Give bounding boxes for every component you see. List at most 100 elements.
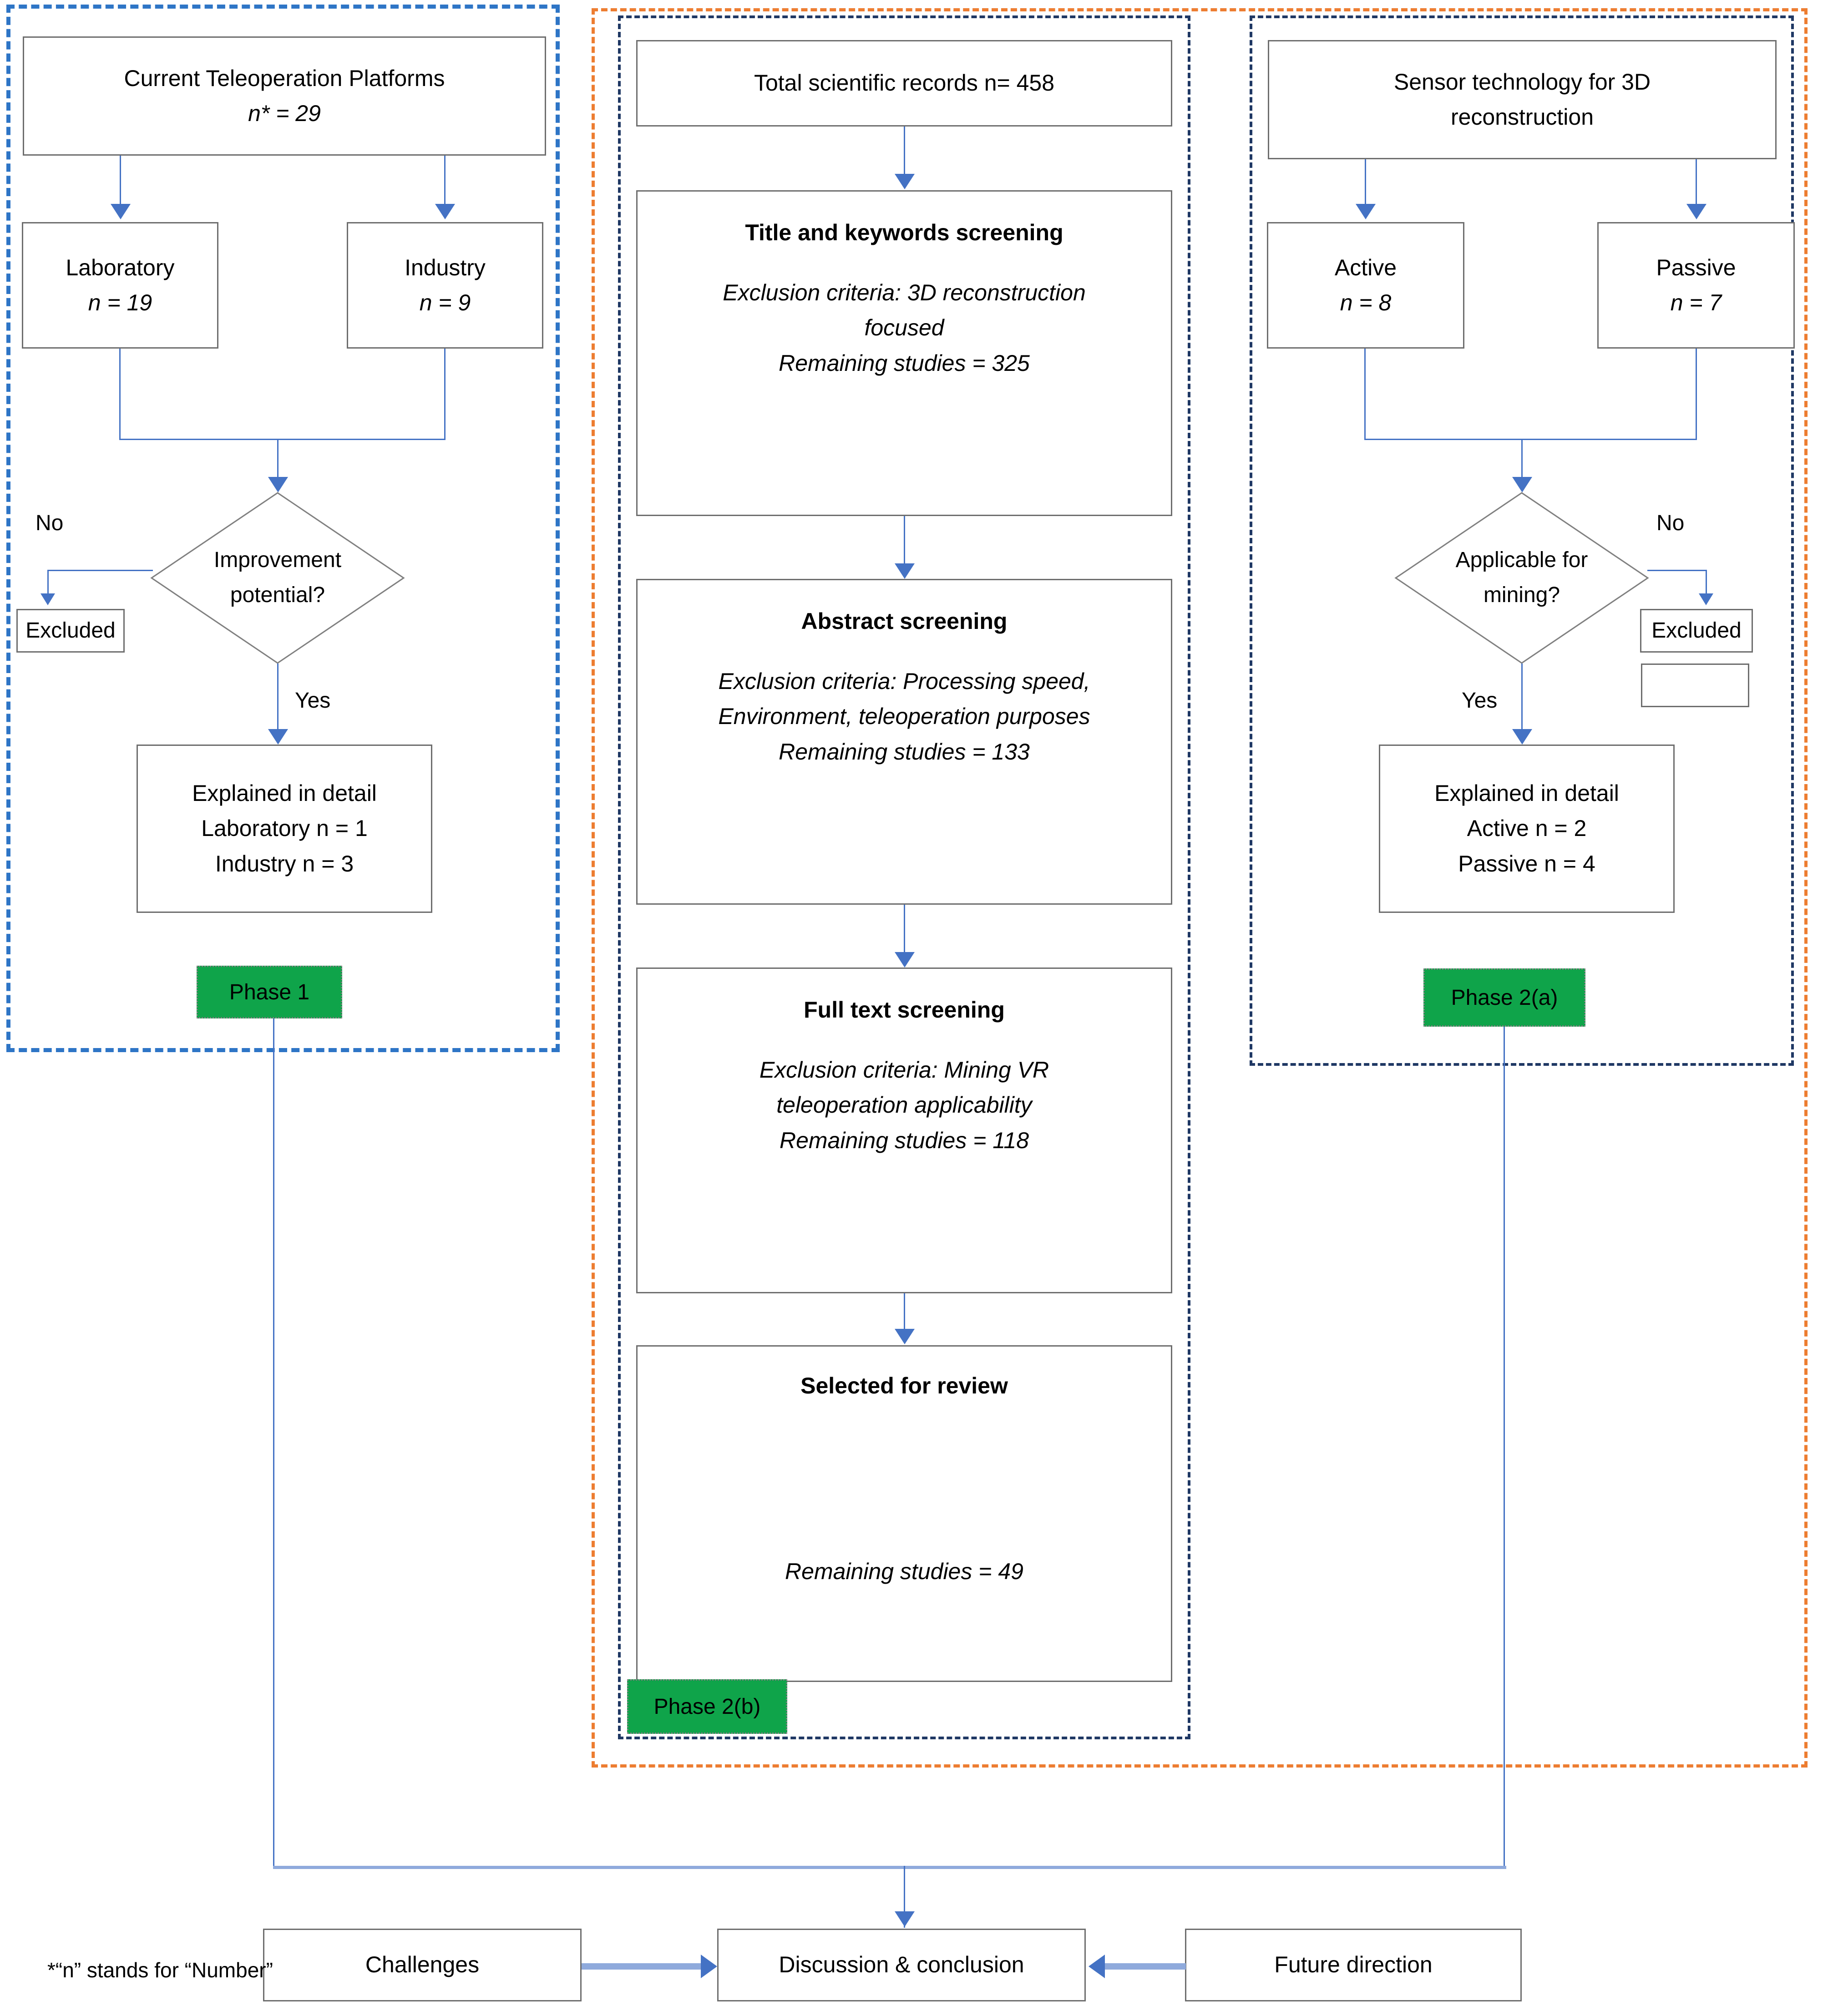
box-line-2: n = 19 [88, 290, 152, 315]
box-line-1: Excluded [25, 618, 116, 643]
arrowhead-decision-applicable [1512, 477, 1532, 492]
box-sensor-technology-3d: Sensor technology for 3D reconstruction [1268, 40, 1777, 159]
box-remaining: Remaining studies = 49 [785, 1558, 1023, 1584]
arrowhead-active [1356, 204, 1376, 219]
group-phase2a-boundary [1250, 15, 1794, 1066]
box-line-1: Sensor technology for 3D [1393, 69, 1651, 95]
box-line-1: Future direction [1274, 1952, 1433, 1978]
box-remaining: Remaining studies = 118 [779, 1127, 1029, 1153]
connector-phase2a-to-bus [1504, 1027, 1505, 1869]
chip-phase-1: Phase 1 [197, 966, 342, 1018]
chip-label: Phase 2(a) [1451, 985, 1558, 1010]
box-line-1: Current Teleoperation Platforms [124, 65, 445, 91]
connector-passive-down [1696, 349, 1697, 440]
group-phase2-outer-boundary [592, 8, 1808, 1768]
box-discussion-conclusion: Discussion & conclusion [717, 1929, 1086, 2001]
box-line-1: Explained in detail [1434, 780, 1619, 806]
arrowhead-selected-for-review [895, 1329, 915, 1344]
diamond-shape-icon [1394, 492, 1649, 664]
box-challenges: Challenges [263, 1929, 582, 2001]
box-excluded-right [1641, 664, 1749, 707]
box-remaining: Remaining studies = 133 [779, 739, 1030, 765]
connector-abstract-to-fulltext [904, 905, 905, 954]
box-line-1: Excluded [1651, 618, 1742, 643]
chip-phase-2a: Phase 2(a) [1423, 968, 1585, 1027]
box-line-2: n = 7 [1670, 290, 1722, 315]
arrowhead-industry [435, 204, 455, 219]
connector-merge-horizontal-right [1364, 439, 1697, 440]
box-criteria-line-2: Environment, teleoperation purposes [718, 704, 1090, 729]
arrowhead-discussion-from-left [701, 1955, 717, 1978]
decision-applicable-for-mining: Applicable for mining? [1394, 491, 1649, 664]
arrowhead-decision-improvement [268, 477, 288, 492]
box-spacer [638, 251, 1171, 275]
box-title-keywords-screening: Title and keywords screening Exclusion c… [636, 190, 1172, 516]
box-explained-in-detail-right: Explained in detail Active n = 2 Passive… [1379, 745, 1675, 913]
box-line-1: Challenges [365, 1952, 480, 1978]
box-line-1: Active [1334, 254, 1397, 280]
box-future-direction: Future direction [1185, 1929, 1522, 2001]
box-line-2: reconstruction [1450, 104, 1594, 130]
box-spacer [638, 639, 1171, 664]
box-title: Title and keywords screening [745, 220, 1063, 245]
box-explained-in-detail-left: Explained in detail Laboratory n = 1 Ind… [137, 745, 432, 913]
connector-phase1-to-bus [273, 1018, 274, 1869]
connector-sensor-to-passive [1696, 159, 1697, 209]
box-line-2: n = 8 [1340, 290, 1392, 315]
box-line-2: Active n = 2 [1467, 816, 1587, 841]
connector-bus-to-discussion [904, 1866, 905, 1928]
box-total-records: Total scientific records n= 458 [636, 40, 1172, 127]
box-spacer [638, 1404, 1171, 1554]
footnote-n-stands-for-number: *“n” stands for “Number” [47, 1958, 273, 1982]
box-laboratory: Laboratory n = 19 [22, 222, 218, 349]
box-line-3: Passive n = 4 [1458, 851, 1595, 876]
arrowhead-laboratory [111, 204, 131, 219]
connector-industry-down [444, 349, 446, 440]
arrowhead-detail-left [268, 729, 288, 745]
decision-line-1: Improvement [213, 548, 342, 572]
box-passive: Passive n = 7 [1597, 222, 1795, 349]
connector-decision-no-down-right [1706, 570, 1707, 596]
box-title: Full text screening [804, 997, 1005, 1023]
connector-title-to-abstract [904, 516, 905, 565]
box-abstract-screening: Abstract screening Exclusion criteria: P… [636, 579, 1172, 905]
box-line-2: Laboratory n = 1 [201, 816, 368, 841]
box-line-1: Laboratory [66, 254, 175, 280]
box-excluded-right-visible: Excluded [1640, 609, 1753, 653]
box-title: Selected for review [800, 1373, 1008, 1398]
box-spacer [638, 1028, 1171, 1053]
group-phase2b-boundary [618, 15, 1190, 1739]
arrowhead-passive [1686, 204, 1706, 219]
connector-decision-no-down [47, 570, 49, 596]
chip-label: Phase 1 [229, 980, 310, 1004]
box-title: Abstract screening [801, 608, 1008, 634]
connector-active-down [1364, 349, 1366, 440]
box-line-2: n* = 29 [248, 101, 321, 126]
box-selected-for-review: Selected for review Remaining studies = … [636, 1345, 1172, 1682]
arrowhead-detail-right [1512, 729, 1532, 745]
box-criteria-line-1: Exclusion criteria: 3D reconstruction [723, 279, 1086, 305]
box-criteria-line-2: teleoperation applicability [776, 1092, 1032, 1118]
box-line-1: Total scientific records n= 458 [754, 70, 1055, 96]
box-line-1: Discussion & conclusion [779, 1952, 1024, 1978]
connector-records-to-title [904, 127, 905, 176]
chip-label: Phase 2(b) [653, 1694, 761, 1719]
arrowhead-abstract-screening [895, 563, 915, 579]
connector-decision-yes-down [277, 664, 278, 732]
decision-improvement-potential: Improvement potential? [150, 491, 405, 664]
decision-line-1: Applicable for [1455, 548, 1588, 572]
decision-line-2: potential? [230, 583, 325, 607]
box-industry: Industry n = 9 [347, 222, 543, 349]
box-line-2: n = 9 [419, 290, 471, 315]
arrowhead-excluded-left [41, 593, 55, 605]
box-fulltext-screening: Full text screening Exclusion criteria: … [636, 967, 1172, 1293]
box-criteria-line-1: Exclusion criteria: Mining VR [759, 1057, 1049, 1083]
box-line-1: Passive [1656, 254, 1736, 280]
diamond-shape-icon [150, 492, 405, 664]
box-line-1: Industry [405, 254, 486, 280]
box-excluded-left: Excluded [16, 609, 125, 653]
arrowhead-fulltext-screening [895, 952, 915, 967]
label-decision-no: No [35, 511, 64, 535]
label-decision-yes: Yes [295, 689, 331, 713]
label-decision-yes-right: Yes [1462, 689, 1498, 713]
